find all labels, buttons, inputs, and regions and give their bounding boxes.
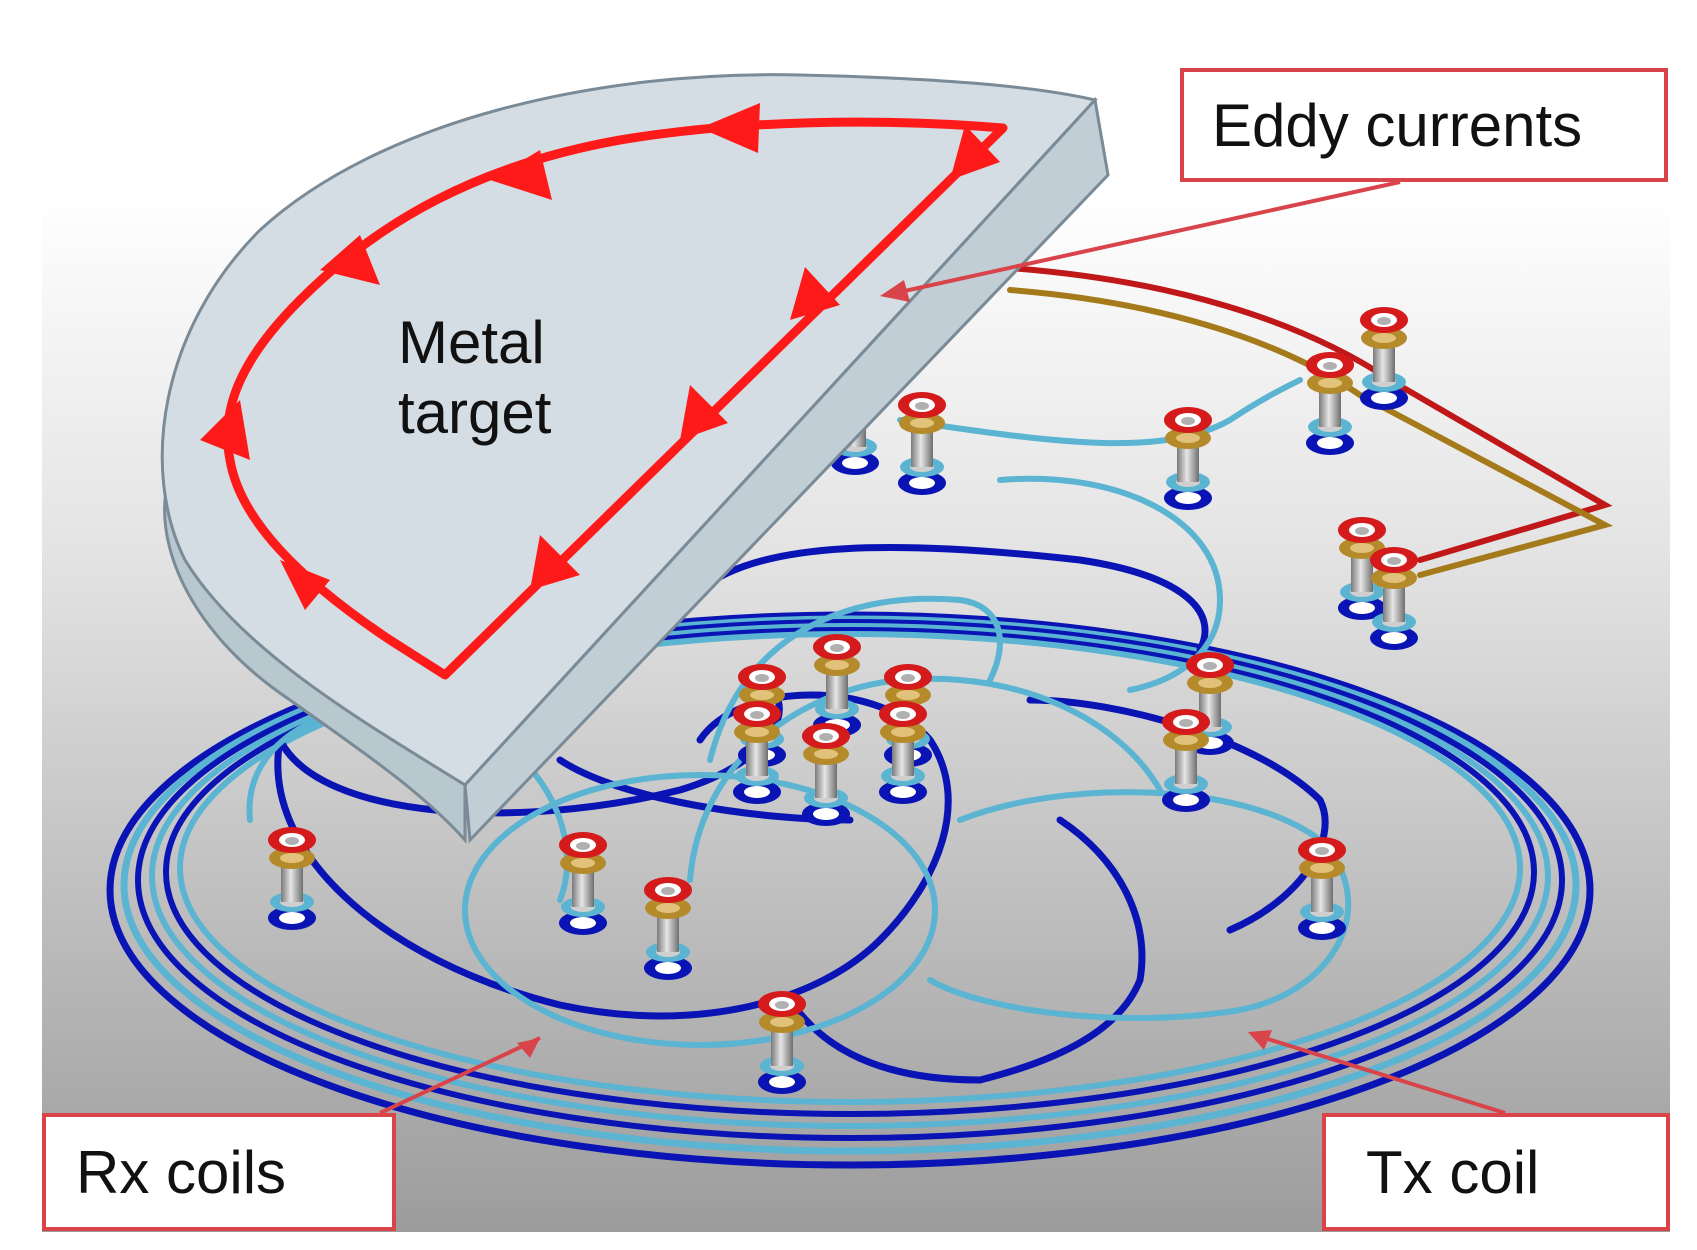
metal-target bbox=[160, 73, 1110, 844]
eddy-currents-label: Eddy currents bbox=[1212, 91, 1583, 159]
eddy-currents-callout: Eddy currents bbox=[1180, 68, 1668, 182]
callout-pointers bbox=[379, 180, 1506, 1115]
tx-coil-label: Tx coil bbox=[1366, 1138, 1540, 1206]
rx-coils-label: Rx coils bbox=[76, 1138, 287, 1206]
eddy-arrowheads bbox=[200, 103, 1000, 610]
rx-coils-callout: Rx coils bbox=[42, 1113, 396, 1231]
callout-pointer-heads bbox=[517, 280, 1272, 1058]
tx-coil-callout: Tx coil bbox=[1322, 1113, 1670, 1231]
metal-target-label-line1: Metal bbox=[398, 309, 545, 376]
metal-target-label-line2: target bbox=[398, 379, 552, 446]
eddy-current-loop bbox=[200, 103, 1008, 680]
metal-target-label: Metal target bbox=[398, 308, 551, 448]
tx-coil-rings bbox=[106, 611, 1594, 1169]
